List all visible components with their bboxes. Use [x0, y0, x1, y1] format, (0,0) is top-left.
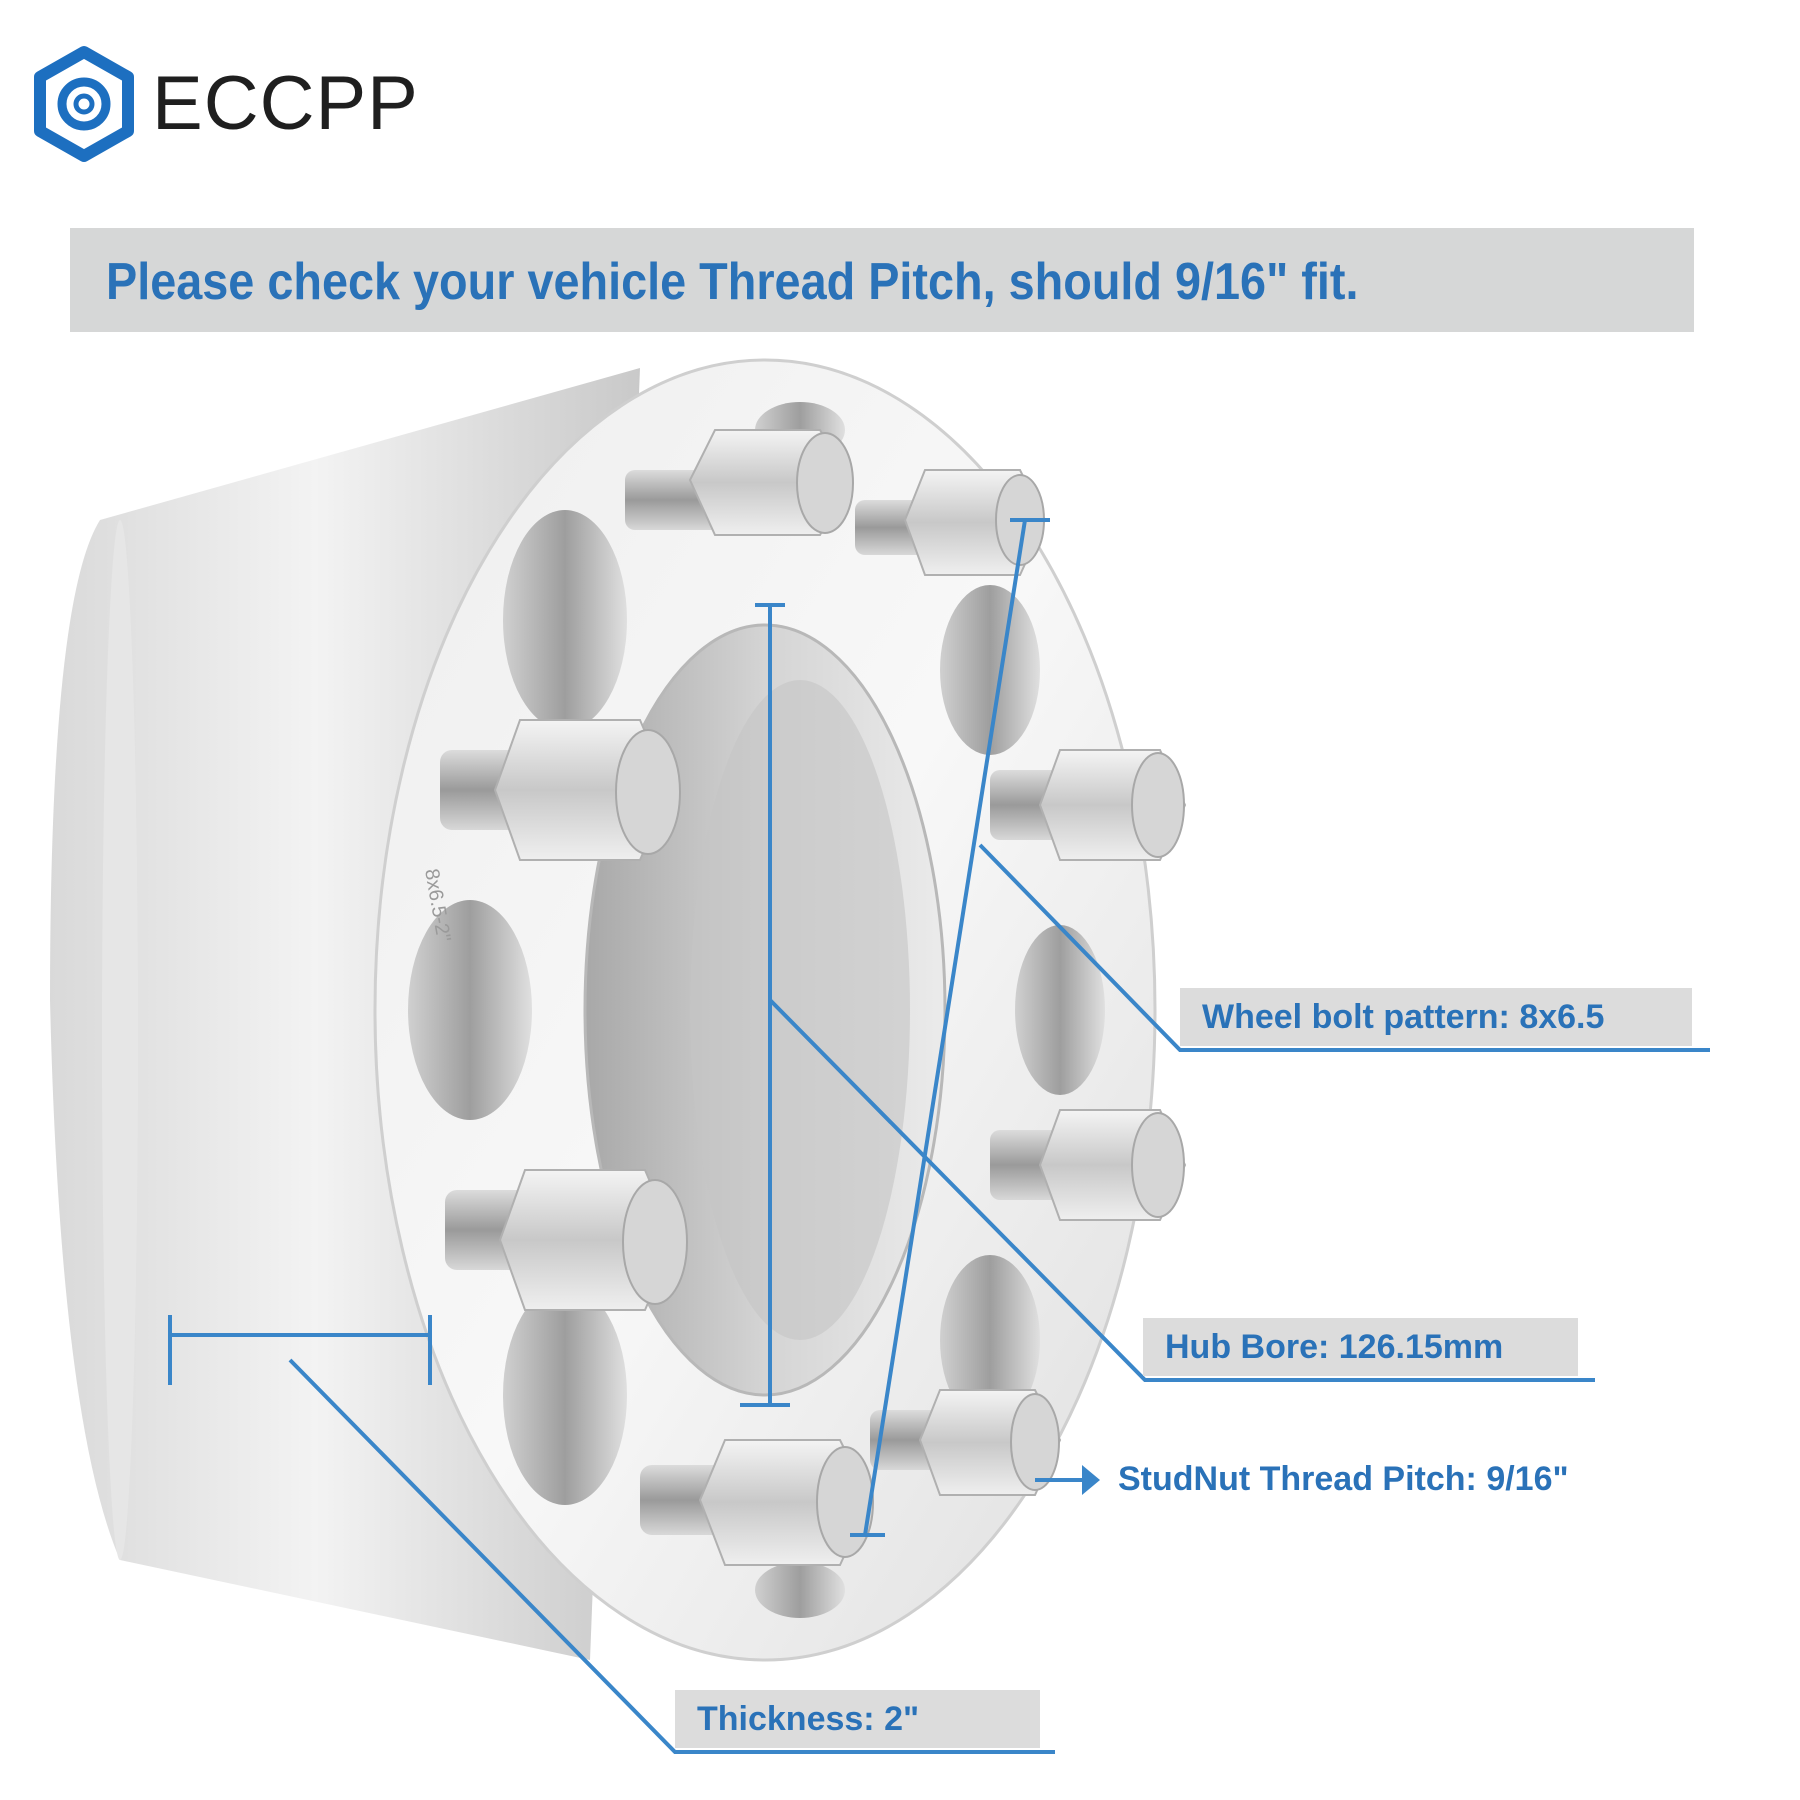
thickness-text: Thickness: 2": [697, 1699, 920, 1738]
stud-nut-8: [870, 1389, 1062, 1496]
bolt-pattern-text: Wheel bolt pattern: 8x6.5: [1202, 997, 1605, 1036]
hub-bore-leader: [768, 998, 1595, 1382]
thickness-leader: [288, 1358, 1055, 1754]
instruction-banner: Please check your vehicle Thread Pitch, …: [70, 228, 1694, 332]
brand-logo: ECCPP: [24, 44, 464, 164]
thread-pitch-arrow-head: [1082, 1465, 1100, 1495]
hexagon-logo-icon: [34, 46, 134, 162]
hub-bore-label: Hub Bore: 126.15mm: [1143, 1318, 1578, 1376]
stud-nut-3: [440, 719, 681, 861]
stud-nut-6: [990, 1109, 1187, 1221]
brand-name: ECCPP: [152, 61, 419, 146]
bolt-pattern-label: Wheel bolt pattern: 8x6.5: [1180, 988, 1692, 1046]
thread-pitch-label: StudNut Thread Pitch: 9/16": [1118, 1460, 1569, 1498]
thickness-label: Thickness: 2": [675, 1690, 1040, 1748]
stud-nut-5: [445, 1169, 688, 1311]
stud-nut-7: [640, 1439, 874, 1566]
callout-lines: [168, 518, 1710, 1754]
hub-bore-text: Hub Bore: 126.15mm: [1165, 1327, 1504, 1366]
stud-nuts: [440, 429, 1187, 1566]
bolt-holes: [408, 402, 1105, 1618]
banner-text: Please check your vehicle Thread Pitch, …: [106, 253, 1359, 311]
stud-nut-4: [990, 749, 1187, 861]
bolt-pattern-diameter-line: [863, 519, 1027, 1536]
bolt-pattern-leader: [978, 843, 1710, 1052]
stud-nut-1: [625, 429, 854, 536]
